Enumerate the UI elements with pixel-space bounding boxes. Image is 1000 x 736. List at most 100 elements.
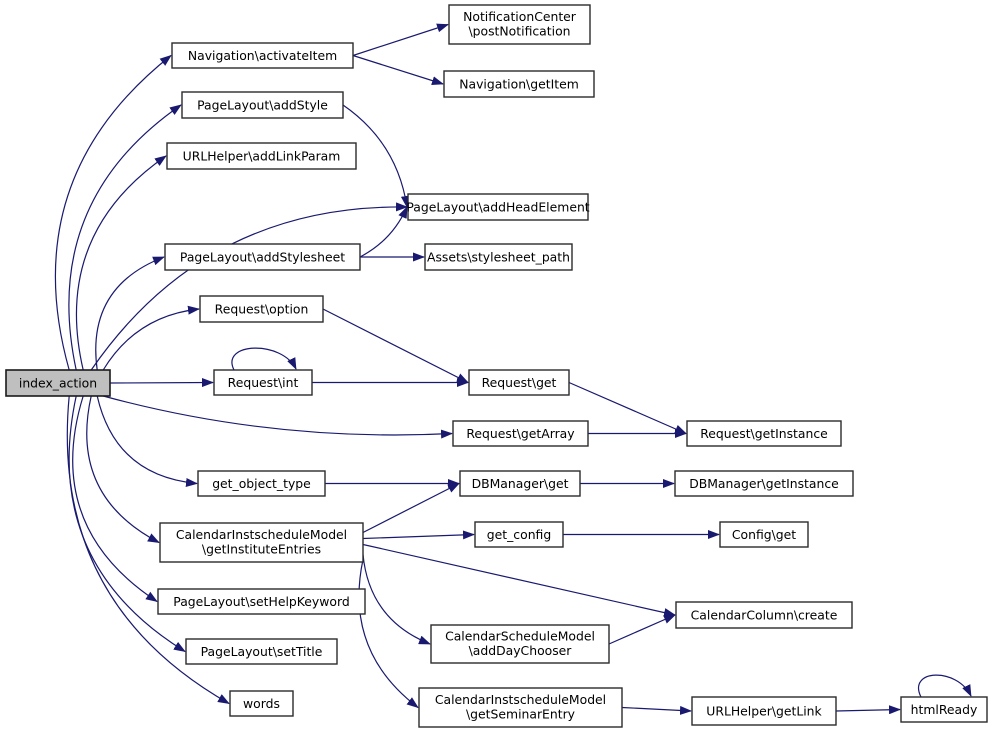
edge-pl-add-stylesheet--pl-add-head-element (359, 206, 408, 258)
node-box-pl-add-head-element[interactable] (407, 193, 589, 221)
node-label-line: PageLayout\addHeadElement (406, 200, 589, 215)
node-nav-get-item: Navigation\getItem (443, 70, 595, 98)
node-box-req-get-array[interactable] (452, 420, 589, 447)
node-box-index-action[interactable] (5, 369, 111, 397)
node-box-config-get[interactable] (719, 521, 809, 548)
node-label-line: DBManager\getInstance (689, 476, 839, 491)
edge-pl-add-style--pl-add-head-element (342, 104, 410, 208)
node-box-nav-get-item[interactable] (443, 70, 595, 98)
node-label-line: Request\getInstance (700, 426, 828, 441)
node-label-line: PageLayout\setTitle (201, 644, 323, 659)
node-box-db-get[interactable] (459, 470, 581, 497)
node-box-req-int[interactable] (213, 369, 313, 396)
node-label-pl-set-title: PageLayout\setTitle (201, 644, 323, 659)
node-label-nav-get-item: Navigation\getItem (459, 77, 579, 92)
node-box-pl-add-stylesheet[interactable] (164, 243, 361, 271)
node-box-get-config[interactable] (474, 521, 564, 548)
node-label-get-config: get_config (487, 527, 551, 542)
node-db-get-instance: DBManager\getInstance (674, 470, 854, 497)
node-box-url-add-link-param[interactable] (166, 142, 357, 170)
edge-nav-activate-item--nav-get-item (352, 54, 444, 85)
node-index-action: index_action (5, 369, 111, 397)
edge-cal-get-institute-entries--csm-add-day-chooser (362, 554, 431, 645)
node-label-url-get-link: URLHelper\getLink (706, 704, 822, 719)
node-label-line: Request\get (482, 375, 557, 390)
node-box-nav-activate-item[interactable] (171, 42, 354, 69)
edge-index-action--get-object-type (96, 395, 198, 487)
node-label-line: Navigation\getItem (459, 77, 579, 92)
edge-index-action--words (66, 395, 230, 705)
edge-index-action--pl-add-head-element (90, 202, 408, 371)
nodes-layer: index_action Navigation\activateItemPageL… (5, 4, 988, 728)
node-box-url-get-link[interactable] (691, 696, 837, 726)
edge-cal-get-institute-entries--get-config (362, 530, 475, 540)
node-box-req-option[interactable] (199, 295, 324, 323)
node-label-line: Navigation\activateItem (188, 48, 337, 63)
node-label-line: get_object_type (212, 476, 311, 491)
edge-index-action--req-option (102, 305, 200, 371)
node-label-line: \getInstituteEntries (202, 542, 321, 557)
edge-cal-get-institute-entries--calendar-column-create (362, 543, 676, 617)
edge-index-action--url-add-link-param (75, 155, 167, 371)
node-label-line: htmlReady (911, 702, 978, 717)
node-req-int: Request\int (213, 369, 313, 396)
edge-url-get-link--html-ready (835, 705, 901, 715)
node-url-get-link: URLHelper\getLink (691, 696, 837, 726)
node-label-config-get: Config\get (732, 527, 796, 542)
node-label-nc-post-notification: NotificationCenter\postNotification (463, 9, 577, 39)
node-box-pl-set-title[interactable] (185, 638, 338, 665)
node-box-get-object-type[interactable] (197, 470, 326, 497)
edge-index-action--nav-activate-item (54, 54, 172, 371)
edge-cim-get-seminar-entry--url-get-link (621, 705, 692, 715)
node-html-ready: htmlReady (900, 696, 988, 723)
edge-index-action--pl-add-stylesheet (95, 256, 165, 371)
node-req-option: Request\option (199, 295, 324, 323)
node-box-words[interactable] (229, 690, 294, 717)
node-label-line: URLHelper\addLinkParam (183, 149, 341, 164)
node-label-line: index_action (19, 376, 97, 391)
node-label-line: PageLayout\addStyle (197, 98, 328, 113)
node-box-pl-set-help-keyword[interactable] (157, 588, 366, 615)
node-box-html-ready[interactable] (900, 696, 988, 723)
node-words: words (229, 690, 294, 717)
node-label-req-get-array: Request\getArray (466, 426, 574, 441)
edge-html-ready--html-ready (918, 674, 972, 698)
node-box-nc-post-notification[interactable] (448, 4, 591, 45)
node-label-calendar-column-create: CalendarColumn\create (691, 608, 838, 623)
node-box-csm-add-day-chooser[interactable] (430, 624, 610, 664)
node-box-req-get-instance[interactable] (686, 420, 842, 447)
edge-req-get--req-get-instance (568, 381, 687, 435)
node-label-line: Request\int (228, 375, 299, 390)
edge-index-action--pl-add-style (68, 104, 182, 371)
node-label-line: CalendarColumn\create (691, 608, 838, 623)
node-assets-stylesheet-path: Assets\stylesheet_path (424, 243, 573, 271)
node-label-get-object-type: get_object_type (212, 476, 311, 491)
node-box-db-get-instance[interactable] (674, 470, 854, 497)
node-box-calendar-column-create[interactable] (675, 601, 853, 629)
edge-index-action--req-get-array (103, 395, 453, 439)
node-db-get: DBManager\get (459, 470, 581, 497)
node-calendar-column-create: CalendarColumn\create (675, 601, 853, 629)
edge-req-option--req-get (322, 308, 469, 384)
node-label-line: words (243, 696, 280, 711)
node-label-pl-add-stylesheet: PageLayout\addStylesheet (180, 250, 345, 265)
node-pl-add-style: PageLayout\addStyle (181, 91, 344, 119)
node-box-pl-add-style[interactable] (181, 91, 344, 119)
node-label-line: \postNotification (468, 24, 570, 39)
node-box-cim-get-seminar-entry[interactable] (418, 687, 623, 728)
node-box-assets-stylesheet-path[interactable] (424, 243, 573, 271)
node-get-config: get_config (474, 521, 564, 548)
node-label-line: PageLayout\setHelpKeyword (173, 594, 349, 609)
node-box-cal-get-institute-entries[interactable] (159, 522, 364, 563)
node-label-line: get_config (487, 527, 551, 542)
node-label-line: Assets\stylesheet_path (427, 250, 570, 265)
node-box-req-get[interactable] (468, 369, 570, 396)
node-label-words: words (243, 696, 280, 711)
node-label-line: Request\getArray (466, 426, 574, 441)
node-label-html-ready: htmlReady (911, 702, 978, 717)
node-req-get: Request\get (468, 369, 570, 396)
node-label-req-int: Request\int (228, 375, 299, 390)
node-label-pl-add-style: PageLayout\addStyle (197, 98, 328, 113)
node-label-csm-add-day-chooser: CalendarScheduleModel\addDayChooser (445, 629, 595, 659)
